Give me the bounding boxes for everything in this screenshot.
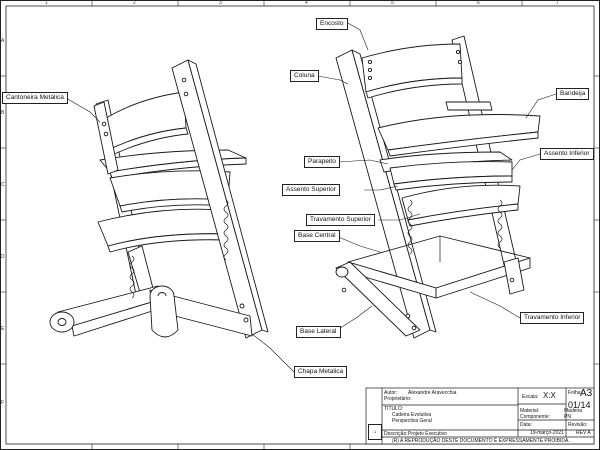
folha-size: A3	[580, 388, 593, 399]
callout-base-lateral: Base Lateral	[296, 326, 341, 338]
callout-bandeija: Bandeija	[556, 88, 590, 100]
callout-travamento-superior: Travamento Superior	[306, 214, 375, 226]
zone-label-left-e: E	[1, 326, 5, 332]
zone-label-top-3: 3	[219, 0, 222, 6]
folha-number: 01/14	[568, 400, 591, 410]
proprietario-label: Proprietário:	[384, 396, 412, 402]
zone-label-left-a: A	[1, 38, 5, 44]
right-chair-drawing	[335, 35, 541, 339]
componente-label: Componente:	[520, 414, 551, 420]
autor-label: Autor:	[384, 390, 398, 396]
folha-label: Folha:	[568, 390, 582, 396]
data-label: Data:	[520, 422, 532, 428]
leader-lines	[65, 21, 557, 373]
zone-label-left-b: B	[1, 110, 5, 116]
zone-label-top-2: 2	[133, 0, 136, 6]
descricao-label: Descrição:	[384, 431, 408, 437]
zone-label-top-5: 5	[391, 0, 394, 6]
title-block-logo: ⌂	[368, 424, 382, 440]
callout-encosto: Encosto	[316, 18, 348, 30]
callout-assento-inferior: Assento Inferior	[540, 148, 594, 160]
descricao-value: Projeto Executivo	[408, 431, 447, 437]
escala-label: Escala:	[522, 394, 539, 400]
title-block-frame	[365, 387, 595, 445]
zone-label-top-1: 1	[45, 0, 48, 6]
zone-label-left-f: F	[1, 400, 5, 406]
logo-icon: ⌂	[373, 429, 377, 435]
callout-chapa-metalica: Chapa Metalica	[294, 366, 348, 378]
titulo-line1: Cadeira Evolutiva	[392, 412, 432, 418]
escala-value: X:X	[543, 391, 556, 400]
revisao-label: Revisão:	[568, 422, 588, 428]
callout-parapeito: Parapeito	[304, 156, 340, 168]
zone-label-top-6: 6	[477, 0, 480, 6]
autor-value: Alexandre Aravecchia	[408, 390, 457, 396]
titulo-line2: Perspectiva Geral	[392, 418, 432, 424]
callout-coluna: Coluna	[290, 70, 319, 82]
zone-label-top-4: 4	[305, 0, 308, 6]
componente-value: PN	[564, 414, 571, 420]
left-chair-drawing	[49, 59, 269, 339]
data-value: 19-março-2021	[530, 430, 564, 436]
material-label: Material:	[520, 408, 540, 414]
callout-base-central: Base Central	[294, 230, 340, 242]
material-value: Madeira	[564, 408, 583, 414]
callout-travamento-inferior: Travamento Inferior	[520, 312, 585, 324]
right-chair-grooves	[407, 199, 503, 262]
titulo-label: TITULO:	[384, 406, 404, 412]
callout-cantoneira-metalica: Cantoneira Metálica	[2, 92, 68, 104]
zone-label-left-c: C	[1, 182, 5, 188]
zone-label-left-d: D	[1, 254, 5, 260]
revisao-value: REV A	[576, 430, 591, 436]
zone-label-top-7: 7	[556, 0, 559, 6]
left-chair-grooves	[129, 199, 229, 299]
copyright-notice: (R) A REPRODUÇÃO DESTE DOCUMENTO É EXPRE…	[392, 438, 570, 444]
callout-assento-superior: Assento Superior	[282, 184, 340, 196]
